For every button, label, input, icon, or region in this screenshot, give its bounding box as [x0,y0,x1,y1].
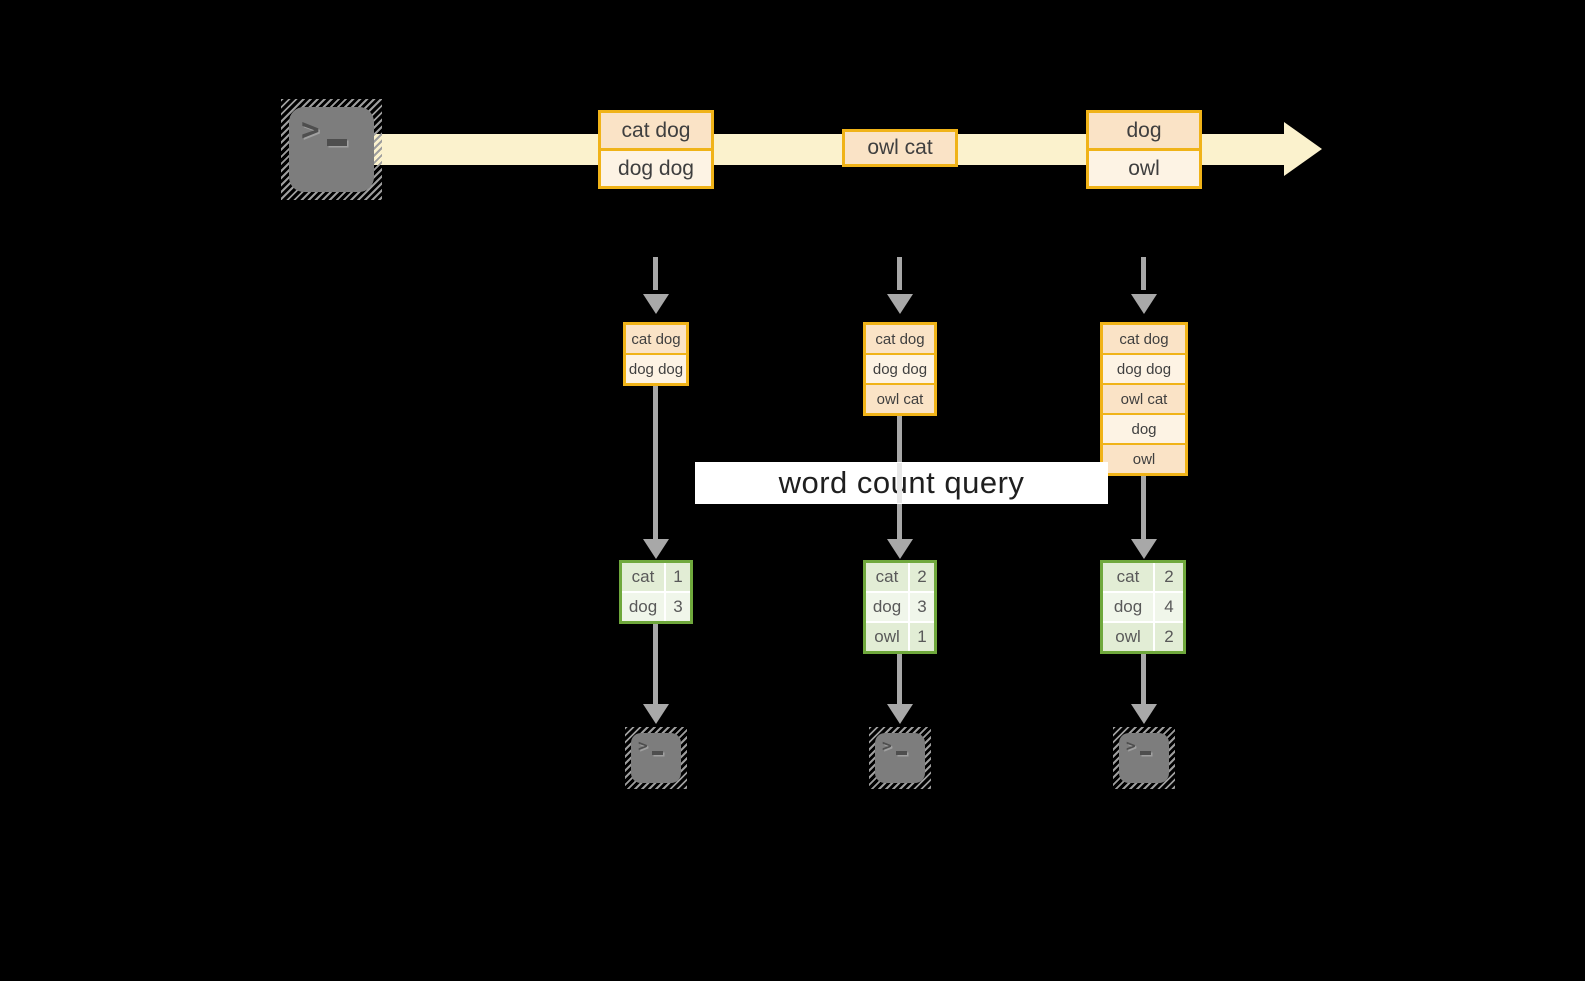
result-table-2: cat 2 dog 3 owl 1 [863,560,937,654]
word-cell: cat [1103,563,1153,591]
output-terminal-icon: > [1113,727,1175,789]
output-arrow [653,624,658,705]
prompt-chevron-icon: > [301,112,320,148]
count-cell: 1 [666,563,690,591]
query-arrow [1141,476,1146,540]
query-arrow [653,386,658,540]
ingest-arrow [1141,257,1146,290]
count-cell: 3 [666,593,690,621]
micro-batch-table-2: cat dog dog dog owl cat [863,322,937,416]
result-table-3: cat 2 dog 4 owl 2 [1100,560,1186,654]
micro-batch-row: cat dog [626,325,686,353]
prompt-chevron-icon: > [882,736,892,755]
micro-batch-row: dog dog [626,353,686,383]
query-arrowhead-icon [1131,539,1157,559]
word-cell: dog [622,593,664,621]
query-arrow [897,504,902,540]
micro-batch-table-3: cat dog dog dog owl cat dog owl [1100,322,1188,476]
stream-record: cat dog [601,113,711,148]
terminal-screen: > [289,107,374,192]
stream-record: dog dog [601,148,711,186]
output-arrow [897,654,902,705]
prompt-chevron-icon: > [638,736,648,755]
micro-batch-row: dog dog [866,353,934,383]
output-arrowhead-icon [643,704,669,724]
micro-batch-row: cat dog [1103,325,1185,353]
result-table-1: cat 1 dog 3 [619,560,693,624]
prompt-chevron-icon: > [1126,736,1136,755]
micro-batch-row: owl [1103,443,1185,473]
query-arrow-through-banner [897,463,902,503]
count-cell: 2 [1155,623,1183,651]
word-cell: dog [866,593,908,621]
count-cell: 1 [910,623,934,651]
word-cell: owl [866,623,908,651]
ingest-arrowhead-icon [1131,294,1157,314]
prompt-cursor-icon [895,751,907,755]
micro-batch-table-1: cat dog dog dog [623,322,689,386]
micro-batch-row: dog dog [1103,353,1185,383]
stream-batch-2: owl cat [842,129,958,167]
source-terminal-icon: > [281,99,382,200]
word-cell: cat [622,563,664,591]
stream-batch-3: dog owl [1086,110,1202,189]
word-cell: dog [1103,593,1153,621]
stream-record: owl [1089,148,1199,186]
query-arrowhead-icon [887,539,913,559]
micro-batch-row: dog [1103,413,1185,443]
stream-batch-1: cat dog dog dog [598,110,714,189]
input-stream-arrowhead-icon [1284,122,1322,176]
ingest-arrowhead-icon [887,294,913,314]
prompt-cursor-icon [1139,751,1151,755]
terminal-screen: > [631,733,681,783]
count-cell: 2 [1155,563,1183,591]
query-arrowhead-icon [643,539,669,559]
count-cell: 3 [910,593,934,621]
terminal-screen: > [875,733,925,783]
micro-batch-row: cat dog [866,325,934,353]
count-cell: 2 [910,563,934,591]
stream-record: dog [1089,113,1199,148]
micro-batch-row: owl cat [1103,383,1185,413]
query-arrow [897,416,902,462]
output-terminal-icon: > [869,727,931,789]
output-arrowhead-icon [887,704,913,724]
output-terminal-icon: > [625,727,687,789]
output-arrow [1141,654,1146,705]
stream-record: owl cat [845,132,955,164]
count-cell: 4 [1155,593,1183,621]
word-cell: owl [1103,623,1153,651]
ingest-arrow [653,257,658,290]
ingest-arrow [897,257,902,290]
ingest-arrowhead-icon [643,294,669,314]
output-arrowhead-icon [1131,704,1157,724]
prompt-cursor-icon [326,139,347,146]
word-cell: cat [866,563,908,591]
prompt-cursor-icon [651,751,663,755]
micro-batch-row: owl cat [866,383,934,413]
terminal-screen: > [1119,733,1169,783]
